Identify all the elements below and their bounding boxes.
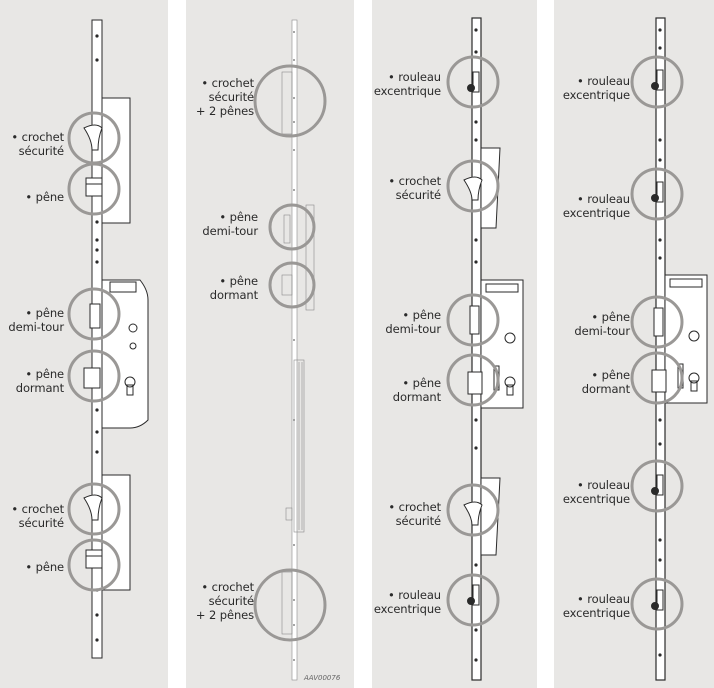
callout-circle — [446, 573, 500, 627]
callout-circle — [253, 568, 327, 642]
callout-circle — [268, 203, 316, 251]
label-pene-dormant: • pêne dormant — [209, 274, 258, 302]
reference-code: AAV00076 — [304, 674, 341, 682]
callout-circle — [67, 538, 121, 592]
lock-strip-3 — [446, 17, 524, 681]
label-crochet-securite: • crochet sécurité — [388, 500, 441, 528]
label-crochet-securite: • crochet sécurité — [11, 502, 64, 530]
callout-circle — [630, 577, 684, 631]
callout-circle — [446, 55, 500, 109]
label-crochet-securite: • crochet sécurité — [388, 174, 441, 202]
callout-circle — [446, 483, 500, 537]
label-pene: • pêne — [25, 560, 64, 574]
callout-circle — [67, 482, 121, 536]
lock-strip-4 — [630, 17, 708, 681]
label-rouleau-excentrique: • rouleau excentrique — [562, 478, 630, 506]
label-crochet-securite-2-penes: • crochet sécurité + 2 pênes — [195, 580, 254, 622]
lock-strip-1 — [67, 19, 149, 659]
panel-2-diagram: • crochet sécurité + 2 pênes • pêne demi… — [186, 0, 354, 688]
panel-1-diagram: • crochet sécurité • pêne • pêne demi-to… — [0, 0, 168, 688]
callout-circle — [67, 162, 121, 216]
label-pene-demi-tour: • pêne demi-tour — [385, 308, 441, 336]
callout-circle — [268, 261, 316, 309]
label-pene-demi-tour: • pêne demi-tour — [202, 210, 258, 238]
label-pene: • pêne — [25, 190, 64, 204]
label-crochet-securite-2-penes: • crochet sécurité + 2 pênes — [195, 76, 254, 118]
label-rouleau-excentrique: • rouleau excentrique — [373, 70, 441, 98]
lock-strip-2 — [253, 19, 327, 681]
callout-circle — [446, 293, 500, 347]
label-rouleau-excentrique: • rouleau excentrique — [562, 192, 630, 220]
label-pene-dormant: • pêne dormant — [581, 368, 630, 396]
callout-circle — [630, 167, 684, 221]
callout-circle — [67, 349, 121, 403]
callout-circle — [67, 287, 121, 341]
label-rouleau-excentrique: • rouleau excentrique — [562, 74, 630, 102]
label-pene-dormant: • pêne dormant — [392, 376, 441, 404]
label-pene-dormant: • pêne dormant — [15, 367, 64, 395]
callout-circle — [630, 459, 684, 513]
callout-circle — [630, 55, 684, 109]
label-rouleau-excentrique: • rouleau excentrique — [562, 592, 630, 620]
label-crochet-securite: • crochet sécurité — [11, 130, 64, 158]
callout-circle — [630, 351, 684, 405]
callout-circle — [253, 64, 327, 138]
callout-circle — [630, 295, 684, 349]
label-rouleau-excentrique: • rouleau excentrique — [373, 588, 441, 616]
label-pene-demi-tour: • pêne demi-tour — [8, 306, 64, 334]
label-pene-demi-tour: • pêne demi-tour — [574, 310, 630, 338]
panel-3-diagram: • rouleau excentrique • crochet sécurité… — [372, 0, 537, 688]
callout-circle — [446, 159, 500, 213]
panel-4-diagram: • rouleau excentrique • rouleau excentri… — [554, 0, 714, 688]
callout-circle — [446, 353, 500, 407]
